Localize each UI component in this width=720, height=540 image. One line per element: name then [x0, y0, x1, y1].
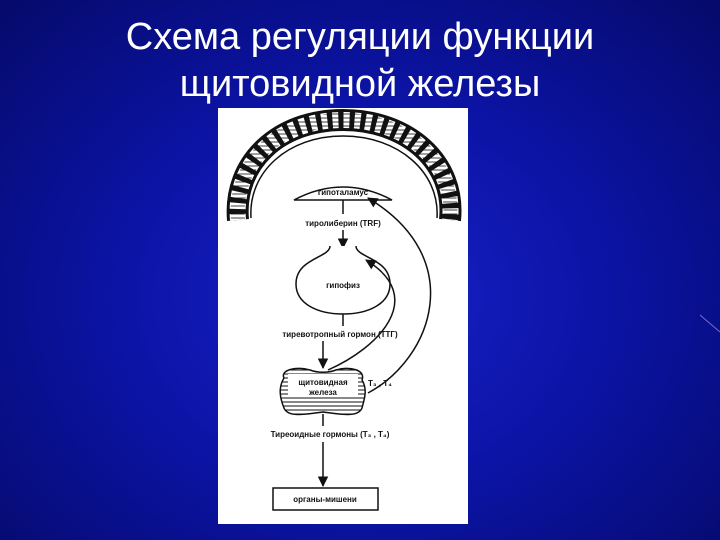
pituitary-node: гипофиз	[295, 245, 391, 315]
target-organs-label: органы-мишени	[293, 495, 357, 504]
brain-cortex	[226, 108, 462, 222]
target-organs-node: органы-мишени	[272, 487, 379, 511]
feedback-arrow-pituitary	[327, 259, 396, 371]
trf-label: тиролиберин (TRF)	[305, 219, 381, 228]
slide-title-line1: Схема регуляции функции	[125, 16, 595, 58]
t3t4-label: T₃ , T₄	[368, 379, 392, 388]
slide-title-line2: щитовидной железы	[179, 63, 541, 105]
hypothalamus-label: гипоталамус	[318, 188, 369, 197]
feedback-arrow-hypothalamus	[367, 197, 432, 394]
thyroid-label-line2: железа	[308, 388, 337, 397]
thyroid-regulation-diagram: гипоталамус тиролиберин (TRF) гипофиз ти…	[218, 108, 468, 524]
diagram-svg: гипоталамус тиролиберин (TRF) гипофиз ти…	[226, 108, 462, 511]
slide-title: Схема регуляции функции щитовидной желез…	[0, 14, 720, 108]
thyroid-node: щитовидная железа	[279, 367, 366, 416]
tsh-label: тиревотропный гормон (ТТГ)	[282, 330, 398, 339]
hypothalamus-node: гипоталамус	[293, 186, 393, 201]
pituitary-label: гипофиз	[326, 281, 360, 290]
thyroid-label-line1: щитовидная	[298, 378, 348, 387]
thyroid-hormones-label: Тиреоидные гормоны (T₃ , T₄)	[271, 430, 390, 439]
